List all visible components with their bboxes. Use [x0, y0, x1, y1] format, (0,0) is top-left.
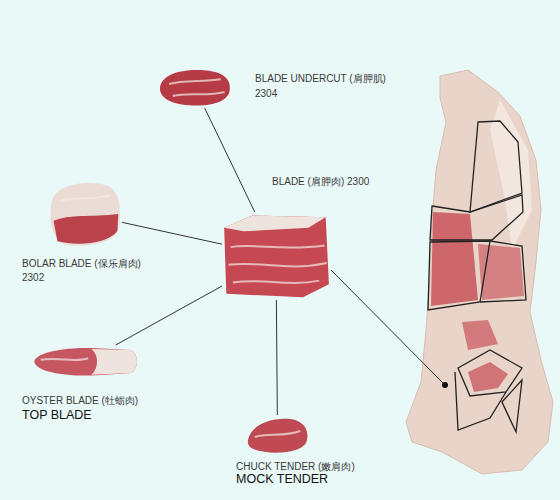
cut-node: BLADE UNDERCUT (肩胛肌)2304 [158, 68, 232, 108]
meat-fat [54, 214, 119, 244]
leader-connector [122, 222, 222, 244]
cut-outline [470, 121, 522, 212]
cut-name: BLADE (肩胛肉) 2300 [272, 175, 369, 189]
cut-code: MOCK TENDER [236, 473, 355, 486]
leader-connector [276, 300, 278, 415]
meat-photo [46, 180, 122, 248]
cut-name: CHUCK TENDER (嫩肩肉) [236, 460, 355, 473]
cut-label: BLADE UNDERCUT (肩胛肌)2304 [255, 71, 386, 101]
meat-photo [32, 345, 140, 378]
leader-connector [205, 108, 255, 212]
meat-marbling [61, 195, 110, 200]
carcass-shade [490, 100, 532, 250]
cut-outline [430, 195, 523, 240]
cut-outline [502, 380, 522, 432]
meat-photo [222, 212, 330, 300]
cut-label: BOLAR BLADE (保乐肩肉)2302 [22, 257, 141, 285]
meat-body [160, 70, 230, 105]
cut-outline [480, 241, 526, 302]
cut-label: BLADE (肩胛肉) 2300 [272, 175, 369, 189]
meat-marbling [173, 92, 225, 96]
cut-outline [455, 372, 506, 430]
meat-fat [91, 349, 137, 375]
cut-code: TOP BLADE [22, 408, 138, 423]
cut-name: BLADE UNDERCUT (肩胛肌) [255, 71, 386, 86]
cut-node: BLADE (肩胛肉) 2300 [222, 212, 330, 300]
cut-label: CHUCK TENDER (嫩肩肉)MOCK TENDER [236, 460, 355, 486]
meat-marbling [169, 79, 221, 84]
meat-marbling [233, 281, 319, 283]
carcass-red-muscle [462, 320, 498, 350]
cut-label: OYSTER BLADE (牡蛎肉)TOP BLADE [22, 393, 138, 423]
meat-marbling [231, 245, 325, 247]
cut-node: CHUCK TENDER (嫩肩肉)MOCK TENDER [245, 415, 310, 455]
meat-marbling [228, 263, 326, 266]
carcass-red-muscle [431, 212, 478, 306]
cut-code: 2302 [22, 271, 141, 285]
leader-dot [442, 382, 448, 388]
meat-fat [224, 216, 326, 232]
carcass-red-muscle [468, 362, 508, 392]
meat-marbling [255, 431, 301, 437]
cut-node: OYSTER BLADE (牡蛎肉)TOP BLADE [32, 345, 140, 378]
cut-name: BOLAR BLADE (保乐肩肉) [22, 257, 141, 271]
cut-name: OYSTER BLADE (牡蛎肉) [22, 393, 138, 408]
meat-body [34, 348, 137, 376]
cut-code: 2304 [255, 86, 386, 101]
meat-body [50, 183, 120, 246]
meat-body [224, 216, 329, 298]
meat-marbling [41, 358, 89, 360]
meat-photo [158, 68, 232, 108]
leader-line [331, 270, 444, 384]
carcass-silhouette [406, 70, 553, 474]
leader-connector [116, 286, 222, 345]
cut-outline [458, 350, 522, 396]
cut-outline [428, 241, 490, 310]
meat-body [248, 419, 308, 453]
meat-photo [245, 415, 310, 455]
cut-node: BOLAR BLADE (保乐肩肉)2302 [46, 180, 122, 248]
